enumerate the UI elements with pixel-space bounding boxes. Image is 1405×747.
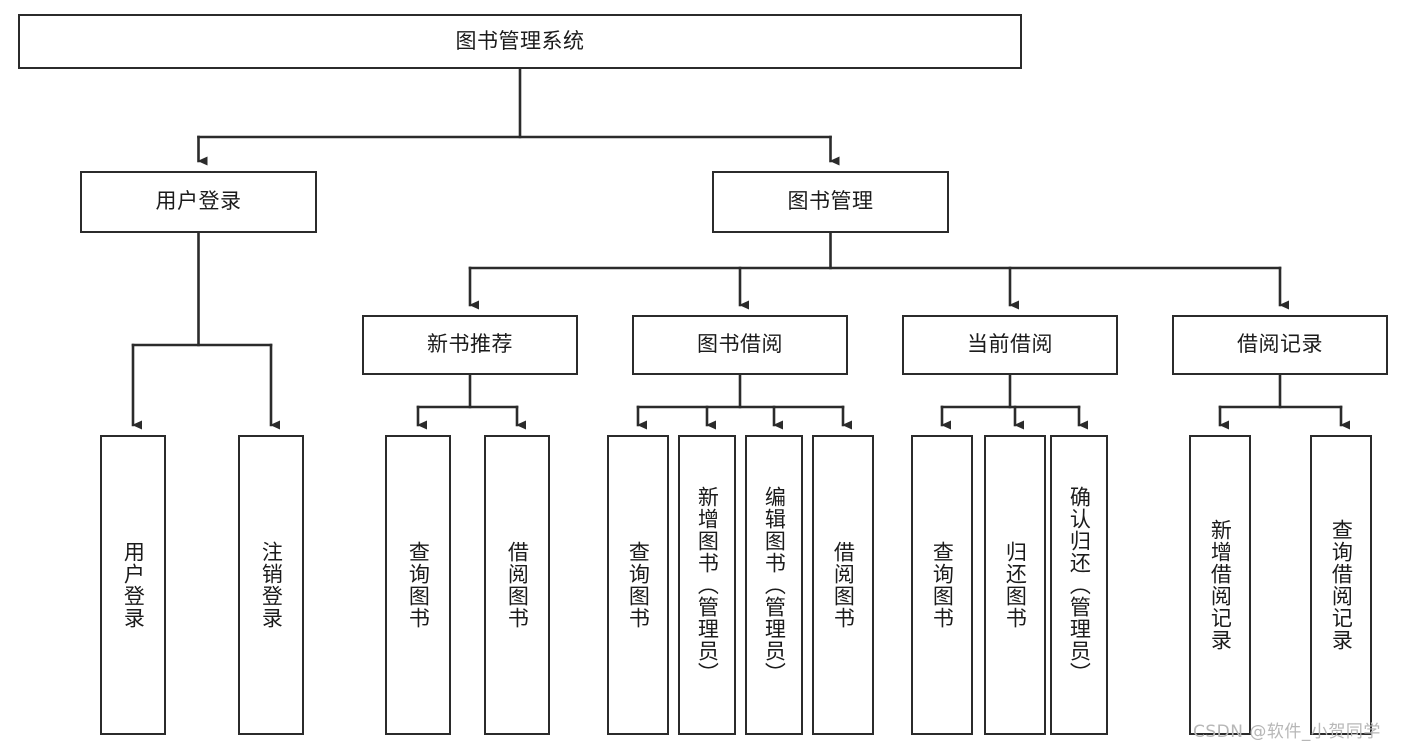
node-label: 图书借阅: [697, 332, 783, 357]
node-leaf-logout-login[interactable]: 注销登录: [238, 435, 304, 735]
node-leaf-confirm-return-admin[interactable]: 确认归还（管理员）: [1050, 435, 1108, 735]
node-label: 确认归还（管理员）: [1067, 486, 1092, 684]
node-label: 借阅记录: [1237, 332, 1323, 357]
connector-lines: [131, 67, 1350, 430]
node-label: 用户登录: [121, 541, 146, 629]
node-label: 查询图书: [626, 541, 651, 629]
node-label: 查询图书: [930, 541, 955, 629]
node-label: 新书推荐: [427, 332, 513, 357]
node-label: 注销登录: [259, 541, 284, 629]
node-label: 归还图书: [1003, 541, 1028, 629]
node-label: 编辑图书（管理员）: [762, 486, 787, 684]
node-leaf-add-borrow-record[interactable]: 新增借阅记录: [1189, 435, 1251, 735]
node-leaf-query-book-2[interactable]: 查询图书: [607, 435, 669, 735]
node-leaf-query-book-3[interactable]: 查询图书: [911, 435, 973, 735]
node-book-borrow[interactable]: 图书借阅: [632, 315, 848, 375]
node-leaf-add-book-admin[interactable]: 新增图书（管理员）: [678, 435, 736, 735]
node-new-book-recommend[interactable]: 新书推荐: [362, 315, 578, 375]
node-label: 借阅图书: [831, 541, 856, 629]
node-borrow-record[interactable]: 借阅记录: [1172, 315, 1388, 375]
node-label: 图书管理: [787, 189, 874, 214]
node-label: 新增图书（管理员）: [695, 486, 720, 684]
node-label: 查询借阅记录: [1329, 519, 1354, 651]
node-leaf-borrow-book-2[interactable]: 借阅图书: [812, 435, 874, 735]
node-leaf-query-borrow-record[interactable]: 查询借阅记录: [1310, 435, 1372, 735]
node-label: 新增借阅记录: [1208, 519, 1233, 651]
node-leaf-user-login[interactable]: 用户登录: [100, 435, 166, 735]
node-book-manage[interactable]: 图书管理: [712, 171, 949, 233]
node-label: 图书管理系统: [455, 28, 585, 53]
node-leaf-borrow-book-1[interactable]: 借阅图书: [484, 435, 550, 735]
node-label: 用户登录: [155, 189, 242, 214]
node-label: 借阅图书: [505, 541, 530, 629]
node-user-login[interactable]: 用户登录: [80, 171, 317, 233]
node-leaf-query-book-1[interactable]: 查询图书: [385, 435, 451, 735]
node-leaf-return-book[interactable]: 归还图书: [984, 435, 1046, 735]
node-label: 当前借阅: [967, 332, 1053, 357]
watermark-text: CSDN @软件_小贺同学: [1193, 722, 1381, 742]
node-root[interactable]: 图书管理系统: [18, 14, 1022, 69]
node-leaf-edit-book-admin[interactable]: 编辑图书（管理员）: [745, 435, 803, 735]
node-label: 查询图书: [406, 541, 431, 629]
node-current-borrow[interactable]: 当前借阅: [902, 315, 1118, 375]
